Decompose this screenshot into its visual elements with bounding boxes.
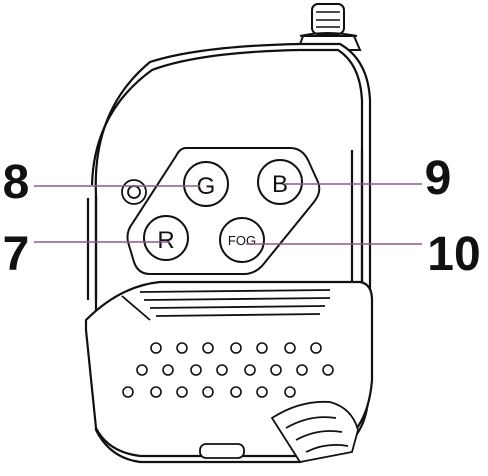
callout-10: 10 xyxy=(427,228,480,281)
dot-pattern xyxy=(122,342,334,398)
button-b[interactable]: B xyxy=(257,159,303,205)
bottom-slot xyxy=(199,443,245,459)
led-indicator xyxy=(121,179,147,205)
antenna-tip xyxy=(311,3,345,35)
button-g[interactable]: G xyxy=(183,161,229,207)
leader-lines xyxy=(34,183,422,245)
button-fog[interactable]: FOG xyxy=(219,217,265,263)
button-b-label: B xyxy=(272,171,288,198)
bottom-grip-fins xyxy=(270,400,359,463)
button-fog-label: FOG xyxy=(228,233,256,248)
button-r[interactable]: R xyxy=(143,215,189,261)
button-g-label: G xyxy=(197,173,216,200)
callout-7: 7 xyxy=(3,228,30,281)
callout-8: 8 xyxy=(3,156,30,209)
grip-ridges xyxy=(121,289,331,321)
button-r-label: R xyxy=(157,227,174,254)
callout-9: 9 xyxy=(425,152,452,205)
